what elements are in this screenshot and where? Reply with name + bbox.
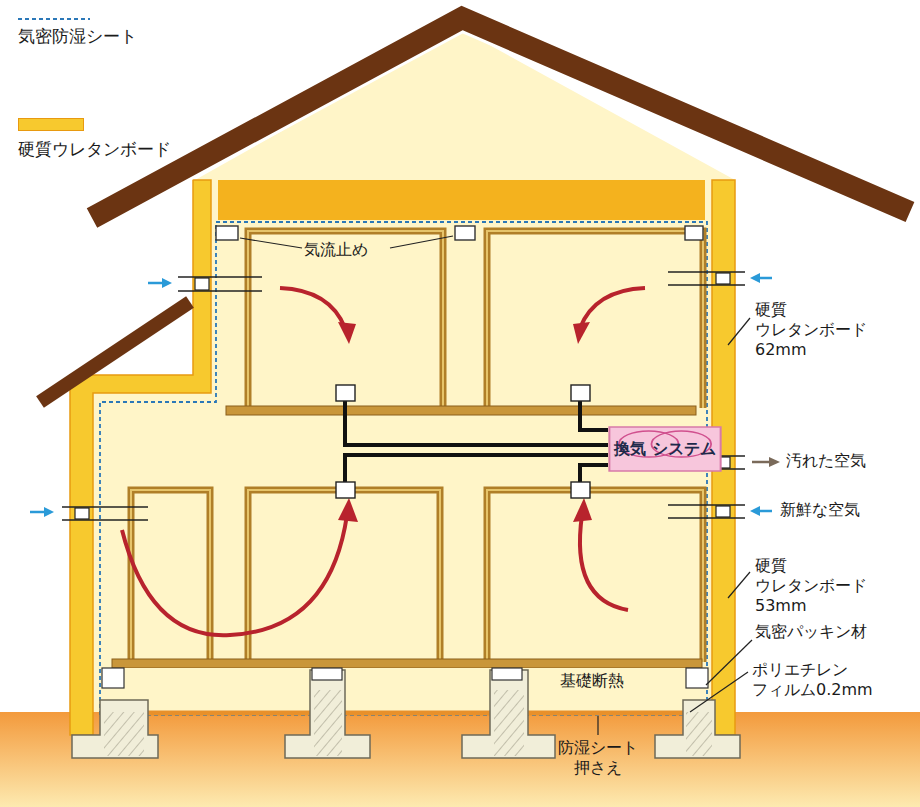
legend-text: 硬質ウレタンボード	[18, 139, 171, 160]
foundation-insulation-label: 基礎断熱	[560, 671, 660, 691]
airflow-stop-label: 気流止め	[304, 240, 394, 260]
fresh-air-label: 新鮮な空気	[780, 500, 890, 520]
legend-text: 気密防湿シート	[18, 26, 137, 47]
node-text: 換気 システム	[614, 439, 716, 458]
legend-line-sample	[18, 16, 98, 22]
polyethylene-film-label: ポリエチレン フィルム0.2mm	[752, 660, 912, 700]
moisture-sheet-weight-label: 防湿シート 押さえ	[548, 738, 648, 778]
ventilation-system-box: 換気 システム	[608, 426, 722, 472]
insulation-label: 硬質 ウレタンボード 53mm	[755, 556, 885, 616]
airtight-packing-label: 気密パッキン材	[755, 622, 905, 642]
exhaust-air-label: 汚れた空気	[786, 451, 896, 471]
legend-swatch	[18, 118, 84, 131]
insulation-label: 硬質 ウレタンボード 62mm	[755, 300, 885, 360]
